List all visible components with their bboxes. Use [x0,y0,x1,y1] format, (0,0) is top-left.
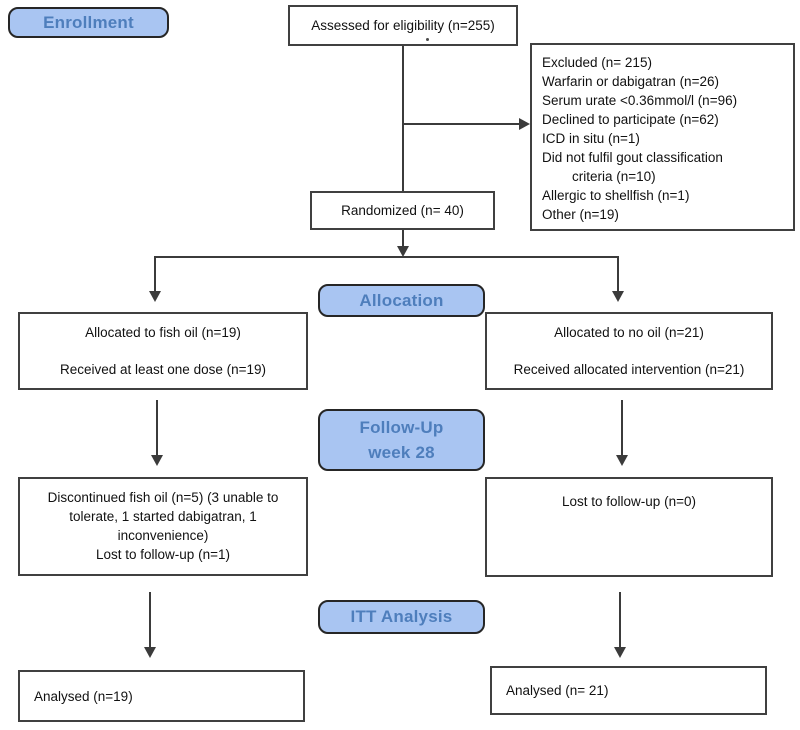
branch-line [155,256,619,258]
connector-branch-to-fish-oil [154,256,156,292]
arrowhead-analysed-no-oil [614,647,626,658]
arrowhead-analysed-fish-oil [144,647,156,658]
arrowhead-branch [397,246,409,257]
connector-randomized-to-branch [402,230,404,247]
randomized-box: Randomized (n= 40) [310,191,495,230]
analysed-no-oil-box: Analysed (n= 21) [490,666,767,715]
dot-artifact [426,38,429,41]
excluded-line: ICD in situ (n=1) [542,131,640,146]
connector-discontinued-to-analysed [149,592,151,648]
discontinued-fish-oil-box: Discontinued fish oil (n=5) (3 unable to… [18,477,308,576]
discontinued-line: inconvenience) [117,528,209,543]
assessed-text: Assessed for eligibility (n=255) [311,18,495,33]
connector-assessed-to-randomized [402,46,404,191]
lost-followup-box: Lost to follow-up (n=0) [485,477,773,577]
lost-followup-text: Lost to follow-up (n=0) [562,494,696,509]
discontinued-line: Discontinued fish oil (n=5) (3 unable to [47,490,279,505]
excluded-box: Excluded (n= 215) Warfarin or dabigatran… [530,43,795,231]
stage-label-itt-analysis: ITT Analysis [318,600,485,634]
excluded-line: Serum urate <0.36mmol/l (n=96) [542,93,738,108]
followup-label-line: week 28 [368,443,435,462]
analysed-no-oil-text: Analysed (n= 21) [506,683,609,698]
discontinued-line: Lost to follow-up (n=1) [96,547,230,562]
excluded-line: criteria (n=10) [572,169,656,184]
allocated-no-oil-line: Allocated to no oil (n=21) [554,325,704,340]
allocated-fish-oil-line: Allocated to fish oil (n=19) [85,325,241,340]
arrowhead-excluded [519,118,530,130]
arrowhead-discontinued [151,455,163,466]
allocated-fish-oil-line: Received at least one dose (n=19) [59,362,266,377]
assessed-box: Assessed for eligibility (n=255) [288,5,518,46]
arrowhead-no-oil [612,291,624,302]
connector-lost-to-analysed [619,592,621,648]
excluded-line: Declined to participate (n=62) [542,112,719,127]
followup-label-line: Follow-Up [359,418,444,437]
connector-fish-oil-to-discontinued [156,400,158,456]
analysed-fish-oil-text: Analysed (n=19) [34,688,133,704]
excluded-line: Allergic to shellfish (n=1) [542,188,690,203]
allocated-no-oil-line: Received allocated intervention (n=21) [513,362,745,377]
excluded-line: Did not fulfil gout classification [542,150,723,165]
excluded-line: Warfarin or dabigatran (n=26) [542,74,719,89]
discontinued-line: tolerate, 1 started dabigatran, 1 [69,509,257,524]
excluded-line: Other (n=19) [542,207,619,222]
stage-label-allocation: Allocation [318,284,485,317]
stage-label-enrollment: Enrollment [8,7,169,38]
allocated-fish-oil-box: Allocated to fish oil (n=19) Received at… [18,312,308,390]
arrowhead-fish-oil [149,291,161,302]
analysed-fish-oil-box: Analysed (n=19) [18,670,305,722]
connector-branch-to-no-oil [617,256,619,292]
connector-to-excluded [403,123,520,125]
allocated-no-oil-box: Allocated to no oil (n=21) Received allo… [485,312,773,390]
arrowhead-lost [616,455,628,466]
excluded-line: Excluded (n= 215) [542,55,652,70]
randomized-text: Randomized (n= 40) [341,203,464,218]
connector-no-oil-to-lost [621,400,623,456]
stage-label-followup: Follow-Up week 28 [318,409,485,471]
